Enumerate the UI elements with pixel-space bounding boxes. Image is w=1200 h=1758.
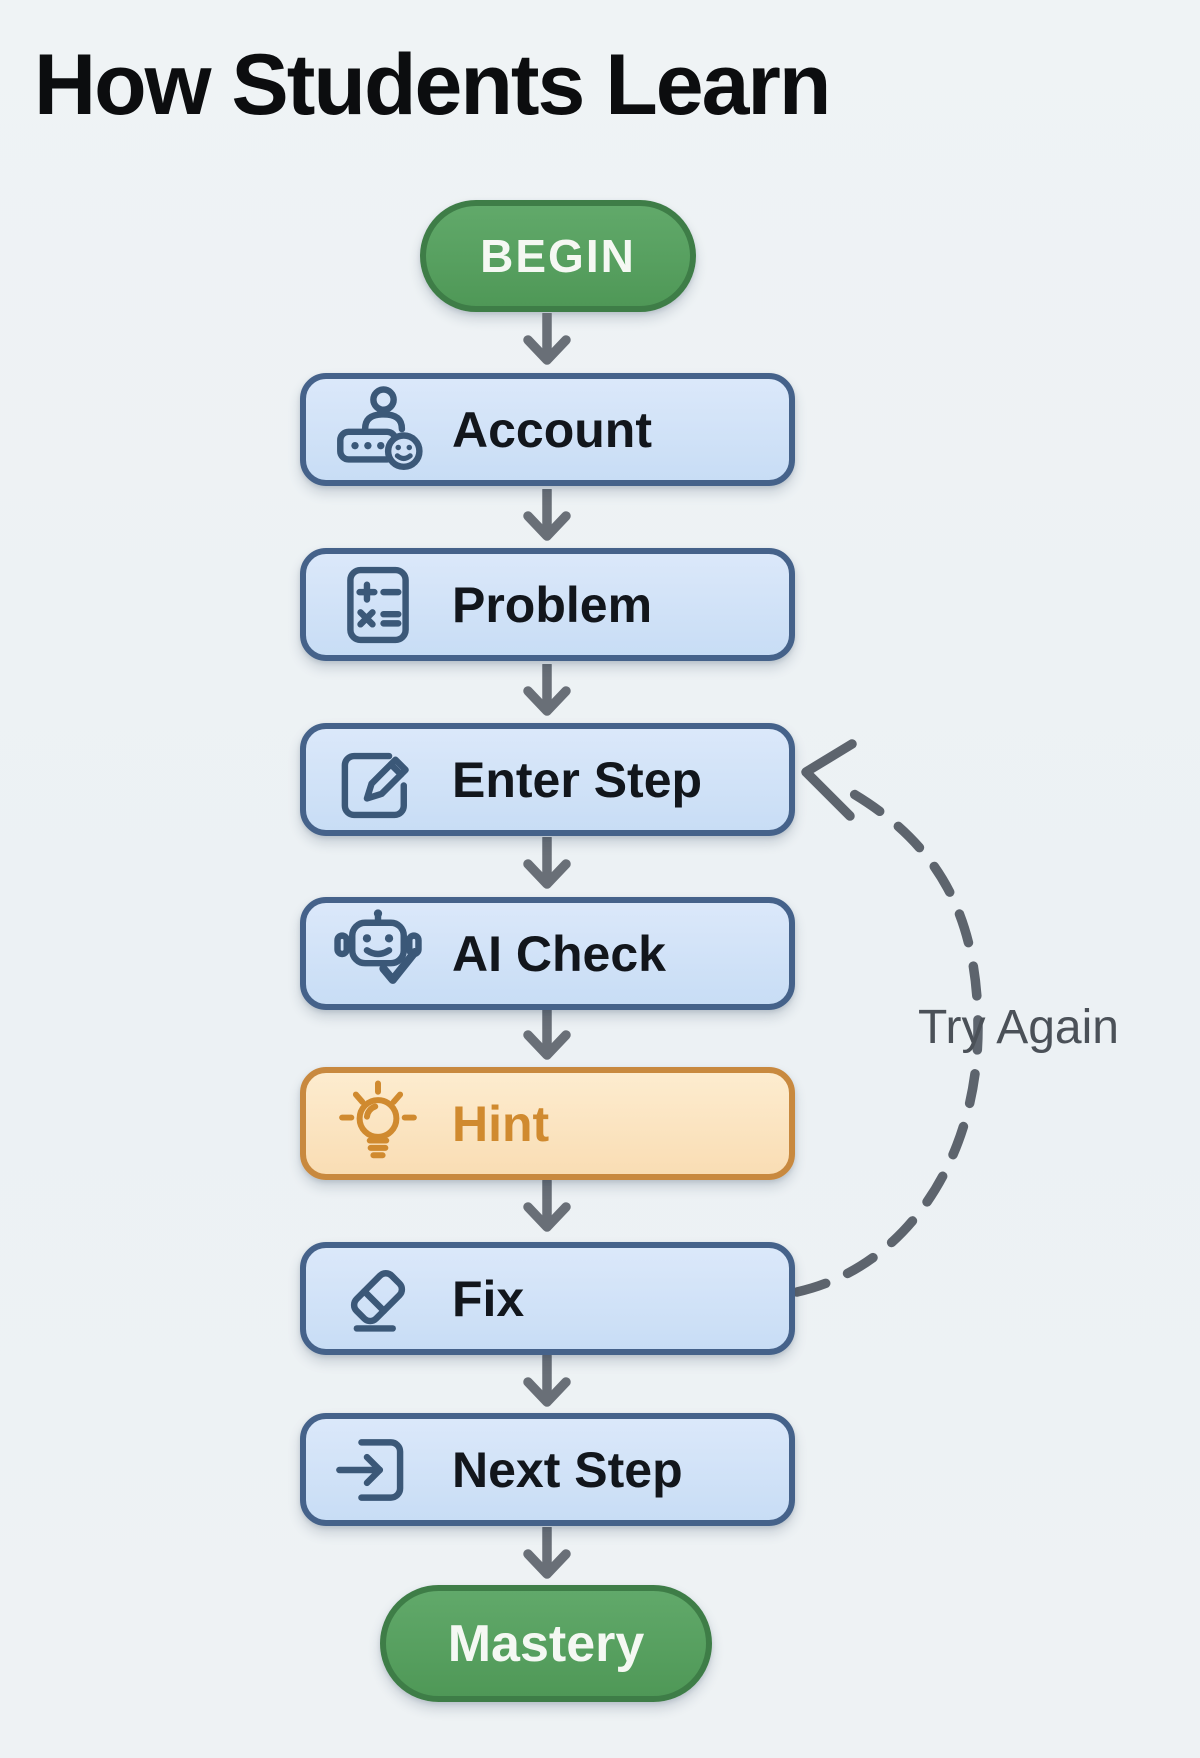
flow-arrow-begin-account [523, 313, 571, 365]
node-next-step-label: Next Step [452, 1441, 683, 1498]
arrow-enter-icon [336, 1438, 404, 1501]
edit-pencil-icon [341, 752, 409, 818]
user-account-icon [337, 385, 423, 470]
node-problem-label: Problem [452, 576, 653, 633]
node-mastery-label: Mastery [447, 1614, 645, 1673]
flow-arrow-enter-ai [523, 837, 571, 889]
flow-arrow-fix-next [523, 1355, 571, 1407]
lightbulb-icon [339, 1080, 417, 1158]
flow-arrow-next-mastery [523, 1527, 571, 1579]
node-account: Account [300, 373, 795, 486]
page-title: How Students Learn [34, 37, 831, 133]
calculator-icon [347, 566, 409, 643]
node-fix: Fix [300, 1242, 795, 1355]
flow-arrow-problem-enter [523, 664, 571, 716]
node-mastery: Mastery [380, 1585, 712, 1702]
eraser-icon [350, 1269, 406, 1332]
try-again-label: Try Again [918, 1001, 1119, 1054]
flow-arrow-ai-hint [523, 1008, 571, 1060]
node-hint-label: Hint [452, 1095, 550, 1152]
node-enter-step-label: Enter Step [452, 751, 703, 808]
node-fix-label: Fix [452, 1270, 525, 1327]
node-account-label: Account [452, 401, 652, 458]
node-ai-check: AI Check [300, 897, 795, 1010]
node-begin-label: BEGIN [480, 230, 636, 282]
flow-arrow-hint-fix [523, 1180, 571, 1232]
node-enter-step: Enter Step [300, 723, 795, 836]
node-ai-check-label: AI Check [452, 925, 666, 982]
node-problem: Problem [300, 548, 795, 661]
flow-arrow-account-problem [523, 489, 571, 541]
try-again-loop-arrow [792, 739, 983, 1297]
robot-check-icon [334, 908, 422, 984]
node-next-step: Next Step [300, 1413, 795, 1526]
node-hint: Hint [300, 1067, 795, 1180]
node-begin: BEGIN [420, 200, 696, 312]
